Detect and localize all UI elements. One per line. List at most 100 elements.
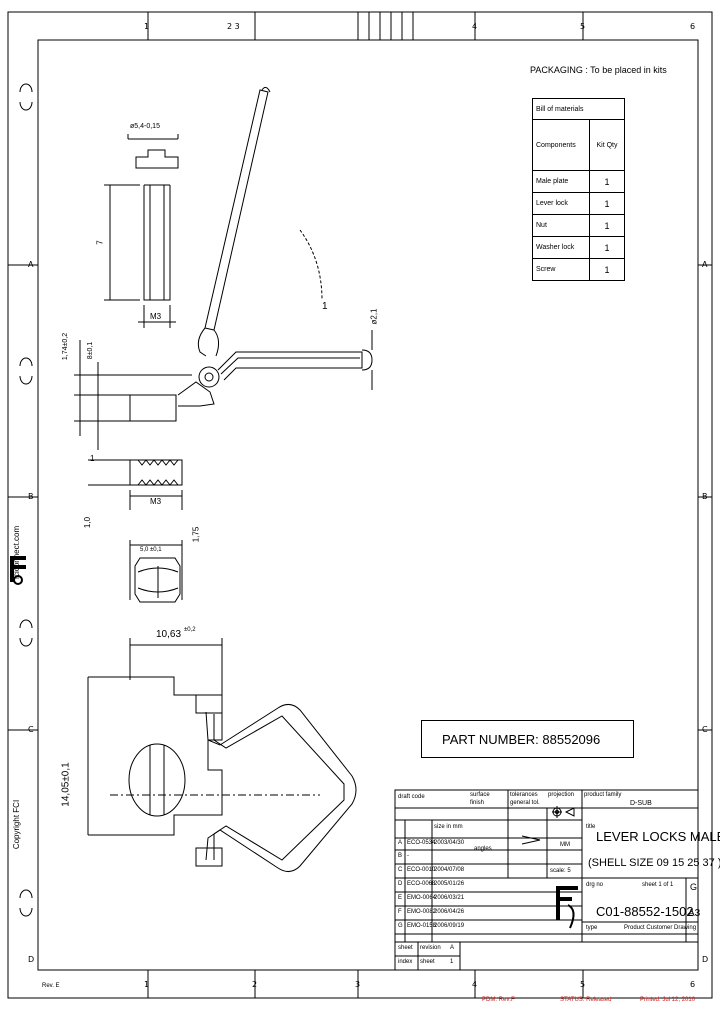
tb-angles: angles — [474, 846, 492, 852]
zone-top-1: 1 — [144, 22, 150, 31]
footer-printed: Printed: Jul 12, 2010 — [640, 997, 696, 1003]
fci-logo-titleblock — [556, 886, 578, 929]
tb-type-label: type — [586, 925, 598, 931]
tb-type-value: Product Customer Drawing — [624, 925, 697, 931]
dim-screw-length: 7 — [95, 240, 105, 245]
tb-unit: MM — [560, 842, 570, 848]
fci-logo-side — [10, 556, 26, 585]
bom-item-qty: 1 — [589, 236, 625, 259]
zone-top-6: 6 — [690, 22, 696, 31]
inner-frame — [37, 39, 699, 971]
bom-item-qty: 1 — [589, 214, 625, 237]
tb-title-line1: LEVER LOCKS MALE — [596, 829, 720, 844]
zone-right-d: D — [702, 955, 709, 964]
tb-general-tol: general tol. — [510, 800, 540, 806]
tb-title-label: title — [586, 824, 596, 830]
zone-bottom-1: 1 — [144, 980, 150, 989]
dim-10: 1,0 — [83, 516, 93, 529]
thread-drawing — [88, 459, 183, 510]
part-number-box: PART NUMBER: 88552096 — [421, 720, 634, 758]
zone-bottom-3: 3 — [355, 980, 361, 989]
bom-item-qty: 1 — [589, 192, 625, 215]
tb-rev-eco: EMO-0064 — [407, 895, 437, 901]
tb-rev-eco: ECO-0010 — [407, 867, 436, 873]
dim-1: 1 — [90, 454, 95, 463]
bom-item-name: Screw — [532, 258, 590, 281]
bom-item-qty: 1 — [589, 170, 625, 193]
zone-bottom-2: 2 — [252, 980, 258, 989]
tb-scale: scale: 5 — [550, 868, 571, 874]
side-website: fciconnect.com — [12, 525, 22, 580]
zone-left-d: D — [28, 955, 35, 964]
zone-left-a: A — [28, 260, 34, 269]
tb-rev-date: 2006/03/21 — [434, 895, 465, 901]
tb-rev-letter: C — [398, 867, 403, 873]
tb-revision-value: A — [450, 945, 455, 951]
tb-rev-letter: G — [398, 923, 403, 929]
side-copyright: Copyright FCI — [12, 799, 22, 850]
dim-screw-diameter: ø5,4-0,15 — [130, 123, 160, 130]
outer-frame — [7, 11, 713, 999]
bom-table: Bill of materials Components Kit Qty Mal… — [532, 98, 625, 281]
tb-projection: projection — [548, 792, 575, 798]
dim-174: 1,74±0,2 — [62, 332, 70, 361]
zone-left-b: B — [28, 492, 34, 501]
tb-rev-letter: F — [398, 909, 402, 915]
tb-revision-label: revision — [420, 945, 441, 951]
nut-drawing — [129, 540, 183, 603]
tb-rev-eco: ECO-0534 — [407, 840, 436, 846]
tb-rev-eco: ECO-0068 — [407, 881, 436, 887]
dim-175: 1,75 — [191, 526, 201, 543]
tb-sheet-of: sheet 1 of 1 — [642, 882, 674, 888]
bom-item-qty: 1 — [589, 258, 625, 281]
tb-finish: finish — [470, 800, 485, 806]
tb-rev-date: 2006/04/26 — [434, 909, 465, 915]
tb-rev-eco: - — [407, 853, 409, 859]
dim-vertical: 14,05±0,1 — [60, 762, 72, 807]
screw-drawing — [104, 134, 179, 328]
packaging-note: PACKAGING : To be placed in kits — [530, 65, 667, 75]
tb-drg-no-label: drg no — [586, 882, 604, 888]
bom-item-name: Male plate — [532, 170, 590, 193]
bom-header-qty: Kit Qty — [589, 119, 625, 171]
tb-rev-current: G — [690, 882, 698, 892]
dim-screw-thread: M3 — [150, 312, 162, 321]
tb-rev-eco: EMO-0082 — [407, 909, 437, 915]
dim-21: ø2,1 — [369, 308, 379, 325]
bom-item-name: Washer lock — [532, 236, 590, 259]
tb-index-label: index — [398, 959, 413, 965]
tb-rev-date: 2005/01/26 — [434, 881, 465, 887]
dim-thread-m3: M3 — [150, 497, 162, 506]
title-block-grid — [394, 789, 699, 971]
tb-sheet-label: sheet — [398, 945, 413, 951]
zone-top-2: 2 3 — [227, 22, 240, 31]
footer-rev: Rev. E — [42, 983, 60, 989]
zone-bottom-4: 4 — [472, 980, 478, 989]
tb-rev-date: 2004/07/08 — [434, 867, 465, 873]
footer-status: STATUS: Released — [560, 997, 612, 1003]
dim-nut-width: 5,0 ±0,1 — [140, 547, 162, 553]
zone-right-c: C — [702, 725, 708, 734]
tb-sheet-value: 1 — [450, 959, 454, 965]
tb-draft-code: draft code — [398, 794, 425, 800]
tb-rev-date: 2006/09/19 — [434, 923, 465, 929]
part-number: PART NUMBER: 88552096 — [442, 732, 601, 747]
tb-rev-date: 2003/04/30 — [434, 840, 465, 846]
dim-1063-tol: ±0,2 — [184, 627, 196, 633]
bom-item-name: Nut — [532, 214, 590, 237]
bom-item-name: Lever lock — [532, 192, 590, 215]
lever-side-drawing — [74, 86, 373, 450]
tb-rev-eco: EMO-0158 — [407, 923, 437, 929]
tb-sheet-label-2: sheet — [420, 959, 435, 965]
balloon-1: 1 — [322, 301, 328, 312]
tb-product-family: D-SUB — [630, 800, 652, 807]
dim-1063: 10,63 — [156, 629, 182, 640]
bom-header-components: Components — [532, 119, 590, 171]
tb-product-family-label: product family — [584, 792, 622, 798]
zone-bottom-5: 5 — [580, 980, 586, 989]
